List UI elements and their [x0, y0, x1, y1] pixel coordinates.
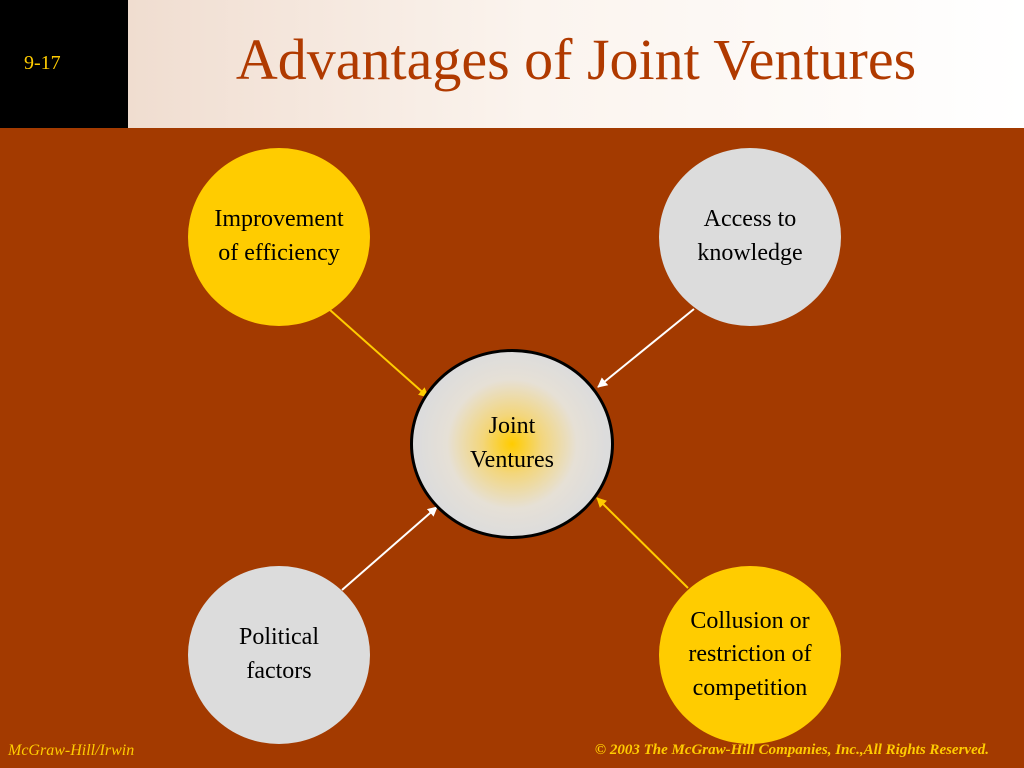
node-joint-ventures: Joint Ventures — [410, 349, 614, 539]
slide-number-box: 9-17 — [0, 0, 128, 128]
node-label-line: factors — [246, 658, 312, 684]
node-label-line: Improvement — [214, 206, 344, 233]
node-label-line: knowledge — [697, 240, 803, 266]
node-label-line: restriction of — [688, 641, 812, 668]
node-label-line: competition — [692, 674, 808, 701]
slide-header: 9-17 Advantages of Joint Ventures — [0, 0, 1024, 128]
footer-publisher: McGraw-Hill/Irwin — [8, 742, 135, 759]
node-improvement-of-efficiency: Improvement of efficiency — [188, 148, 370, 326]
arrow-knowledge — [597, 308, 695, 388]
arrow-collusion — [596, 497, 689, 589]
node-label-line: Political — [239, 624, 319, 651]
center-label-line: Joint — [488, 413, 536, 440]
arrow-efficiency — [329, 309, 429, 398]
title-bar: Advantages of Joint Ventures — [128, 0, 1024, 128]
arrow-political — [341, 506, 438, 591]
slide-title: Advantages of Joint Ventures — [235, 26, 917, 92]
footer-copyright: © 2003 The McGraw-Hill Companies, Inc.,A… — [594, 742, 989, 758]
center-label-line: Ventures — [470, 447, 554, 473]
node-label-line: Access to — [703, 206, 797, 233]
node-label-line: Collusion or — [690, 607, 810, 634]
node-label-line: of efficiency — [218, 240, 340, 266]
node-political-factors: Political factors — [188, 566, 370, 744]
slide-number: 9-17 — [24, 52, 61, 74]
node-collusion-restriction-of-competition: Collusion or restriction of competition — [659, 566, 841, 744]
node-access-to-knowledge: Access to knowledge — [659, 148, 841, 326]
